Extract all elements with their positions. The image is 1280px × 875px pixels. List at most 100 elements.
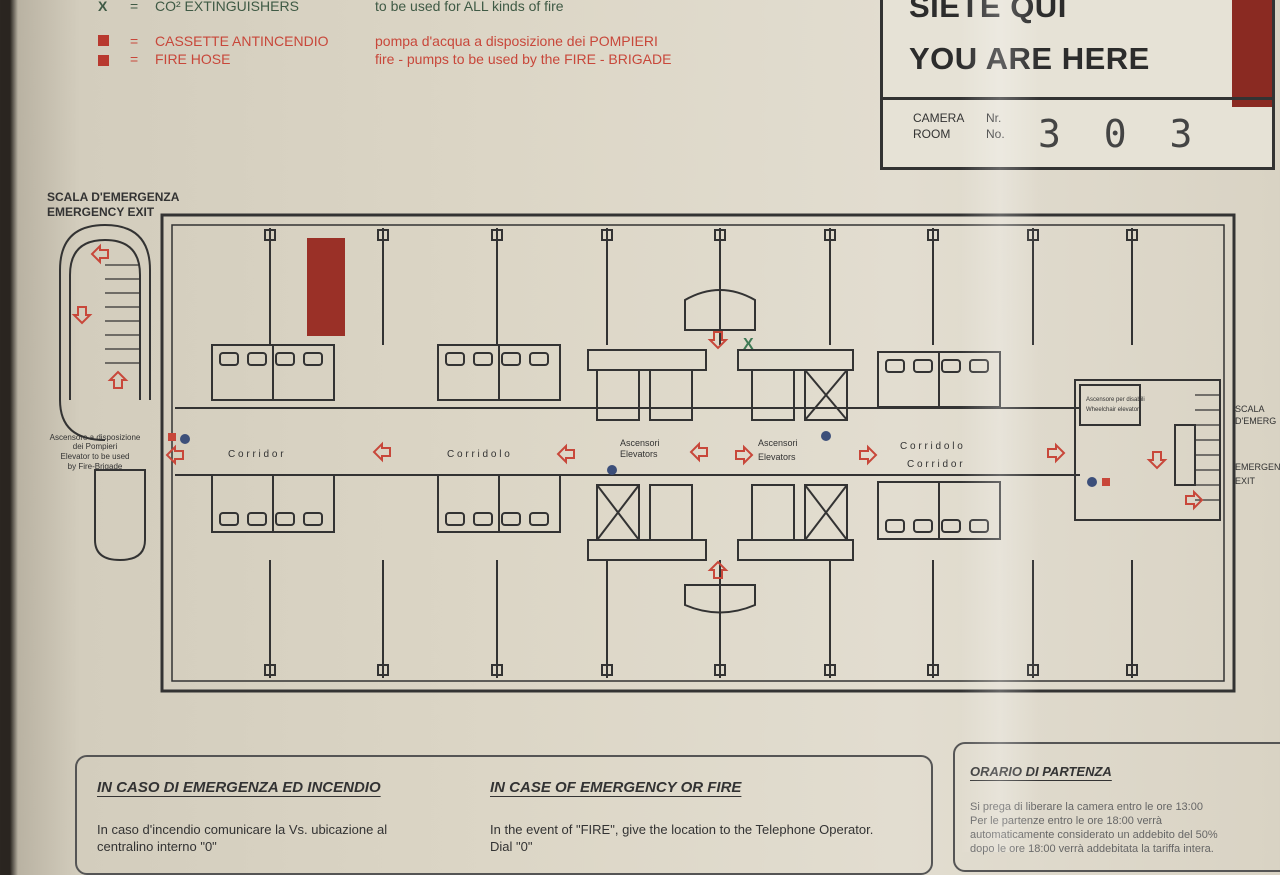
column xyxy=(491,229,503,241)
bathtub xyxy=(303,352,323,366)
emergency-instructions-box: IN CASO DI EMERGENZA ED INCENDIO In caso… xyxy=(75,755,933,875)
elevator-shaft xyxy=(649,484,693,541)
column xyxy=(377,229,389,241)
extinguisher-dot xyxy=(180,434,190,444)
you-are-here-box: SIETE QUI YOU ARE HERE CAMERA ROOM Nr. N… xyxy=(880,0,1275,170)
corridor-label: C o r r i d o r xyxy=(228,449,284,460)
departure-line: Si prega di liberare la camera entro le … xyxy=(970,801,1203,813)
room-number: 3 0 3 xyxy=(1038,112,1203,156)
elevator-shaft xyxy=(596,484,640,541)
departure-line: automaticamente considerato un addebito … xyxy=(970,829,1218,841)
right-exit-label: EMERGEN xyxy=(1235,462,1280,472)
co2-extinguisher-marker: X xyxy=(743,336,754,353)
emergency-stair-left xyxy=(59,223,151,441)
emergency-stair-right xyxy=(1074,379,1221,521)
elevators-label-en: Elevators xyxy=(620,449,658,459)
departure-title: ORARIO DI PARTENZA xyxy=(970,764,1112,779)
bathtub xyxy=(303,512,323,526)
room-number-panel: CAMERA ROOM Nr. No. 3 0 3 xyxy=(883,97,1272,170)
column xyxy=(927,664,939,676)
co2-desc: to be used for ALL kinds of fire xyxy=(375,0,564,14)
bathtub xyxy=(529,512,549,526)
legend-eq: = xyxy=(130,0,139,14)
floor-plan: SCALA D'EMERGENZA EMERGENCY EXIT Ascenso… xyxy=(47,190,1280,693)
room-label: ROOM xyxy=(913,127,951,141)
elevator-lobby-wall xyxy=(587,349,707,371)
bathtub xyxy=(941,359,961,373)
wheelchair-elevator-label: Ascensore per disabili xyxy=(1086,397,1145,403)
bathtub xyxy=(445,352,465,366)
hose-symbol xyxy=(98,55,109,66)
stair-landing-bottom xyxy=(684,584,756,614)
elevator-shaft xyxy=(649,369,693,421)
elevator-lobby-wall xyxy=(737,349,854,371)
wheelchair-elevator-label: Wheelchair elevator xyxy=(1086,407,1139,413)
escape-arrow-icon xyxy=(689,441,708,463)
hose-en-desc: fire - pumps to be used by the FIRE - BR… xyxy=(375,51,672,67)
right-exit-label: D'EMERG xyxy=(1235,416,1276,426)
bathtub xyxy=(501,352,521,366)
elevator-lobby-wall xyxy=(737,539,854,561)
escape-arrow-icon xyxy=(735,444,754,466)
bathtub xyxy=(913,519,933,533)
elevators-label-it: Ascensori xyxy=(620,438,660,448)
nr-label: Nr. xyxy=(986,111,1002,125)
camera-label: CAMERA xyxy=(913,111,965,125)
column xyxy=(601,229,613,241)
no-label: No. xyxy=(986,127,1005,141)
elevators-label-en: Elevators xyxy=(758,452,796,462)
bathtub xyxy=(501,512,521,526)
column xyxy=(1027,229,1039,241)
right-exit-label: SCALA xyxy=(1235,404,1265,414)
escape-arrow-icon xyxy=(707,331,729,350)
fire-hose-marker xyxy=(168,433,176,441)
bathtub xyxy=(529,352,549,366)
bathtub xyxy=(969,359,989,373)
you-are-here-en: YOU ARE HERE xyxy=(909,41,1150,76)
legend-eq: = xyxy=(130,33,139,49)
instructions-en-line: In the event of "FIRE", give the locatio… xyxy=(490,822,874,837)
instructions-it-title: IN CASO DI EMERGENZA ED INCENDIO xyxy=(97,779,381,796)
fire-elevator-it-2: dei Pompieri xyxy=(73,442,118,451)
column xyxy=(264,664,276,676)
bathtub xyxy=(445,512,465,526)
hose-en-label: FIRE HOSE xyxy=(155,51,231,67)
bathtub xyxy=(885,359,905,373)
emergency-exit-en: EMERGENCY EXIT xyxy=(47,205,155,219)
co2-symbol: X xyxy=(98,0,108,14)
escape-arrow-icon xyxy=(556,443,575,465)
elevator-lobby-wall xyxy=(587,539,707,561)
instructions-en-line: Dial "0" xyxy=(490,839,533,854)
escape-arrow-icon xyxy=(1185,489,1204,511)
bathtub xyxy=(219,512,239,526)
instructions-en-title: IN CASE OF EMERGENCY OR FIRE xyxy=(490,779,742,796)
hose-it-label: CASSETTE ANTINCENDIO xyxy=(155,33,329,49)
bathtub xyxy=(473,512,493,526)
departure-line: dopo le ore 18:00 verrà addebitata la ta… xyxy=(970,843,1214,855)
departure-line: Per le partenze entro le ore 18:00 verrà xyxy=(970,815,1163,827)
escape-arrow-icon xyxy=(1146,451,1168,470)
you-are-here-it: SIETE QUI xyxy=(909,0,1067,24)
legend-eq: = xyxy=(130,51,139,67)
elevator-shaft xyxy=(596,369,640,421)
hose-it-desc: pompa d'acqua a disposizione dei POMPIER… xyxy=(375,33,658,49)
column xyxy=(264,229,276,241)
instructions-it-line: centralino interno "0" xyxy=(97,839,217,854)
building-inner-outline xyxy=(171,224,1225,682)
column xyxy=(491,664,503,676)
extinguisher-dot xyxy=(821,431,831,441)
column xyxy=(1126,664,1138,676)
bathtub xyxy=(473,352,493,366)
column xyxy=(714,664,726,676)
column xyxy=(1027,664,1039,676)
you-are-here-marker xyxy=(1232,0,1272,107)
bathtub xyxy=(941,519,961,533)
elevator-shaft xyxy=(804,369,848,421)
elevator-shaft xyxy=(751,484,795,541)
column xyxy=(927,229,939,241)
co2-label: CO² EXTINGUISHERS xyxy=(155,0,299,14)
fire-hose-marker xyxy=(1102,478,1110,486)
departure-box: ORARIO DI PARTENZA Si prega di liberare … xyxy=(953,742,1280,872)
column xyxy=(714,229,726,241)
elevators-label-it: Ascensori xyxy=(758,438,798,448)
